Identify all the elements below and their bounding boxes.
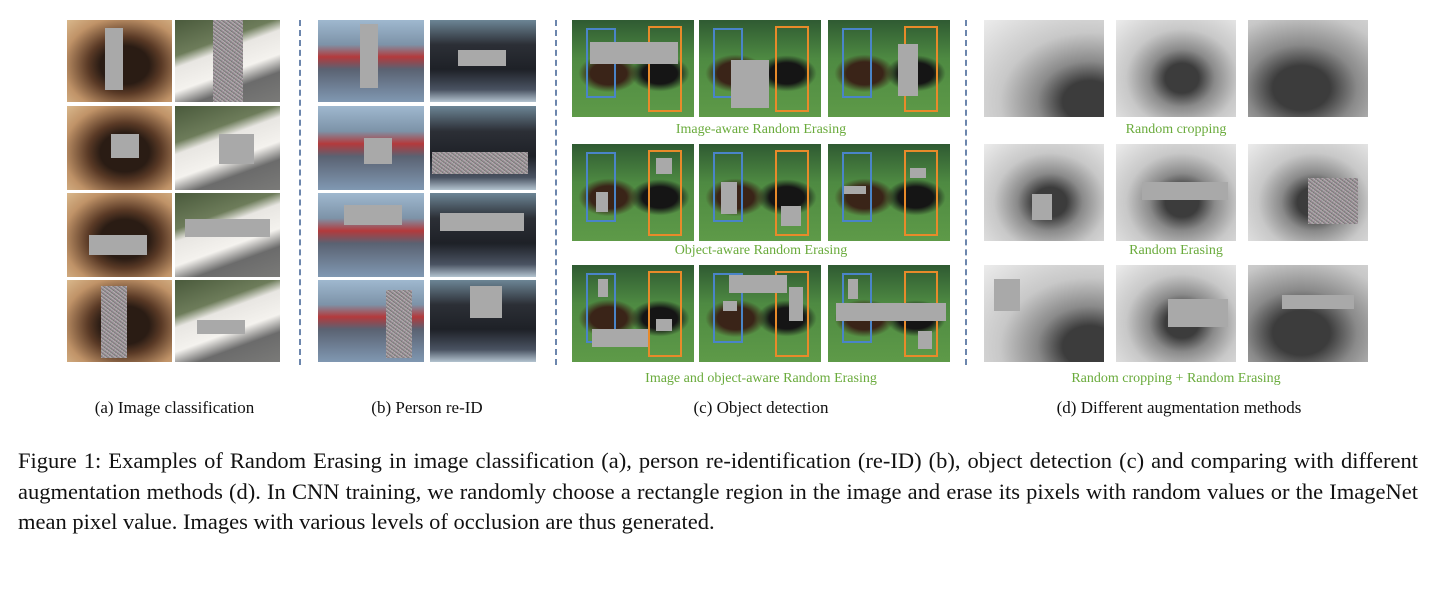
car-image — [984, 265, 1104, 362]
panel-a-caption: (a) Image classification — [94, 398, 255, 417]
row-label: Object-aware Random Erasing — [674, 243, 848, 258]
panel-divider — [965, 20, 967, 365]
horse-image — [828, 144, 950, 241]
dog-image — [67, 106, 172, 190]
car-image — [1116, 20, 1236, 117]
car-image — [175, 106, 280, 190]
car-image — [1248, 265, 1368, 362]
person-image — [430, 193, 536, 277]
dog-image — [67, 193, 172, 277]
row-label: Image and object-aware Random Erasing — [645, 371, 877, 386]
car-image — [1116, 144, 1236, 241]
person-image — [430, 280, 536, 362]
figure-caption: Figure 1: Examples of Random Erasing in … — [18, 448, 1418, 534]
car-image — [175, 193, 280, 277]
person-image — [430, 106, 536, 190]
person-image — [430, 20, 536, 102]
panel-c-caption: (c) Object detection — [693, 398, 829, 417]
car-image — [984, 20, 1104, 117]
panel-divider — [555, 20, 557, 365]
person-image — [318, 20, 424, 102]
car-image — [175, 280, 280, 362]
car-image — [1116, 265, 1236, 362]
dog-image — [67, 280, 172, 362]
dog-image — [67, 20, 172, 102]
row-label: Random cropping — [1125, 122, 1227, 137]
person-image — [318, 193, 424, 277]
row-label: Random cropping + Random Erasing — [1071, 371, 1281, 386]
horse-image — [572, 20, 694, 117]
horse-image — [699, 265, 821, 362]
person-image — [318, 280, 424, 362]
car-image — [1248, 20, 1368, 117]
horse-image — [828, 20, 950, 117]
horse-image — [699, 144, 821, 241]
row-label: Random Erasing — [1129, 243, 1223, 258]
horse-image — [828, 265, 950, 362]
figure-panels: (a) Image classification (b) Person re-I… — [67, 20, 1368, 417]
person-image — [318, 106, 424, 190]
panel-d-caption: (d) Different augmentation methods — [1056, 398, 1302, 417]
horse-image — [699, 20, 821, 117]
row-label: Image-aware Random Erasing — [675, 122, 847, 137]
horse-image — [572, 265, 694, 362]
panel-b-caption: (b) Person re-ID — [371, 398, 483, 417]
car-image — [1248, 144, 1368, 241]
car-image — [984, 144, 1104, 241]
horse-image — [572, 144, 694, 241]
car-image — [175, 20, 280, 102]
panel-divider — [299, 20, 301, 365]
